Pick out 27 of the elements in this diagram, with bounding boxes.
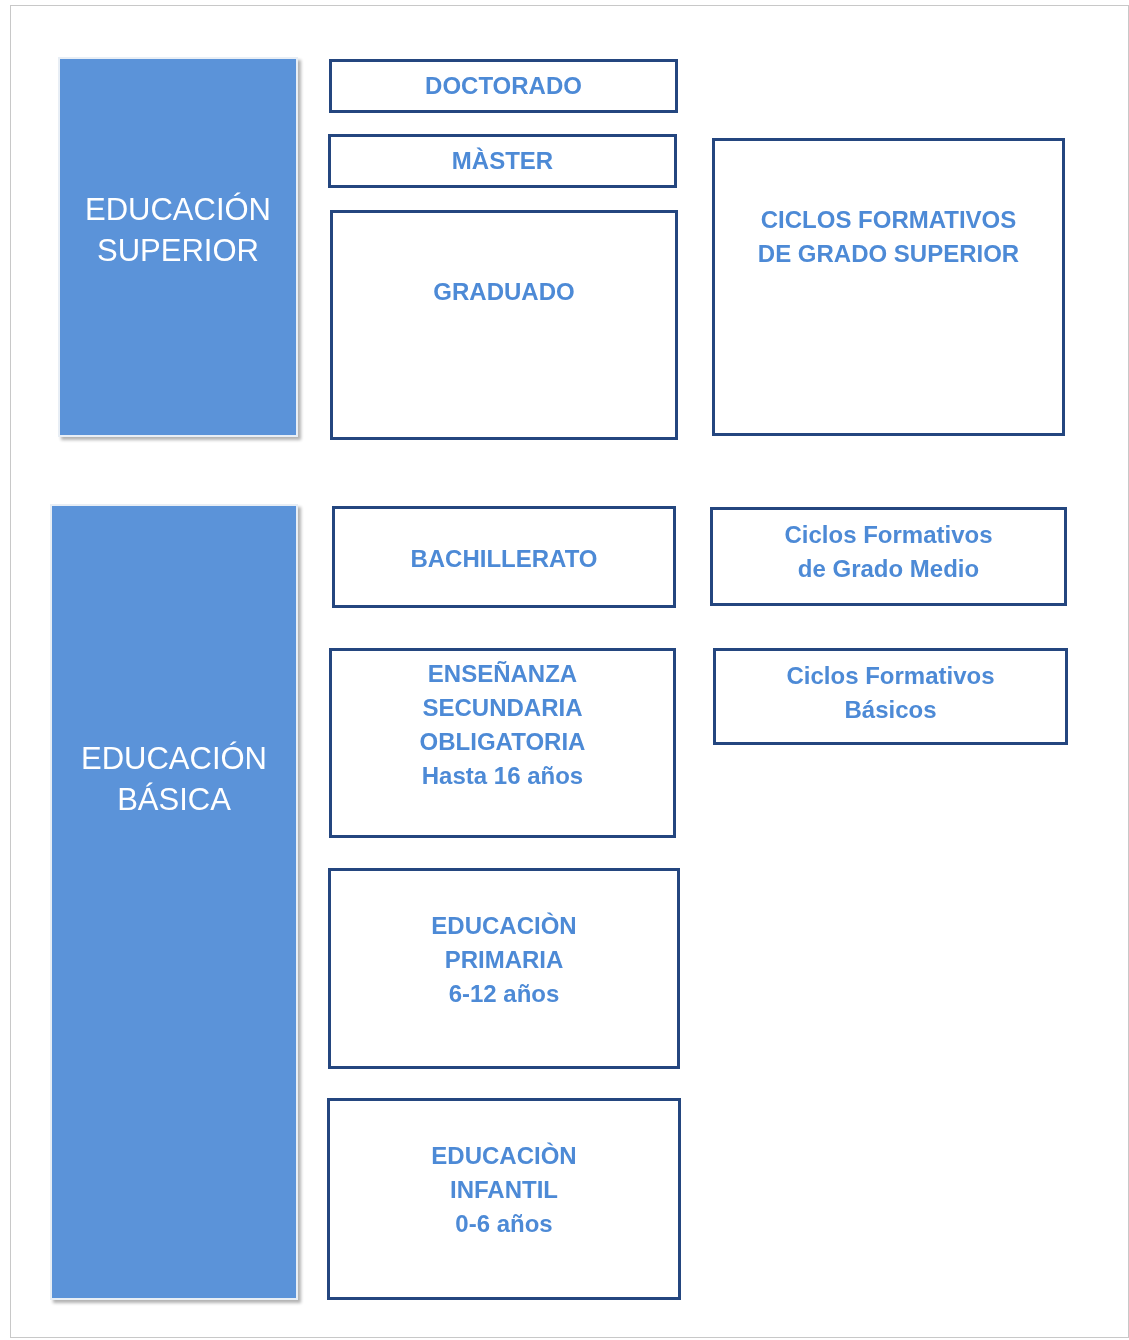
level-title: EDUCACIÓN BÁSICA <box>80 740 268 819</box>
level-title: ENSEÑANZA SECUNDARIA OBLIGATORIA <box>418 659 587 757</box>
level-title: DOCTORADO <box>425 71 582 101</box>
level-title: Ciclos Formativos de Grado Medio <box>783 520 994 584</box>
level-box <box>328 134 677 188</box>
level-box <box>328 868 680 1069</box>
level-title: Ciclos Formativos Básicos <box>785 661 996 725</box>
level-box <box>712 138 1065 436</box>
level-box <box>710 507 1067 606</box>
level-title: BACHILLERATO <box>410 544 598 574</box>
age-range: 0-6 años <box>455 1209 553 1239</box>
category-band <box>58 57 298 437</box>
level-title: EDUCACIÒN PRIMARIA <box>430 911 578 975</box>
level-box <box>327 1098 681 1300</box>
level-title: CICLOS FORMATIVOS DE GRADO SUPERIOR <box>756 205 1021 269</box>
age-range: 6-12 años <box>448 979 560 1009</box>
level-title: MÀSTER <box>451 146 554 176</box>
level-box <box>332 506 676 608</box>
age-range: Hasta 16 años <box>421 761 584 791</box>
level-box <box>329 648 676 838</box>
level-box <box>330 210 678 440</box>
level-box <box>329 59 678 113</box>
level-title: EDUCACIÒN INFANTIL <box>430 1141 578 1205</box>
level-box <box>713 648 1068 745</box>
level-title: EDUCACIÓN SUPERIOR <box>84 191 272 270</box>
level-title: GRADUADO <box>433 277 575 307</box>
category-band <box>50 504 298 1300</box>
